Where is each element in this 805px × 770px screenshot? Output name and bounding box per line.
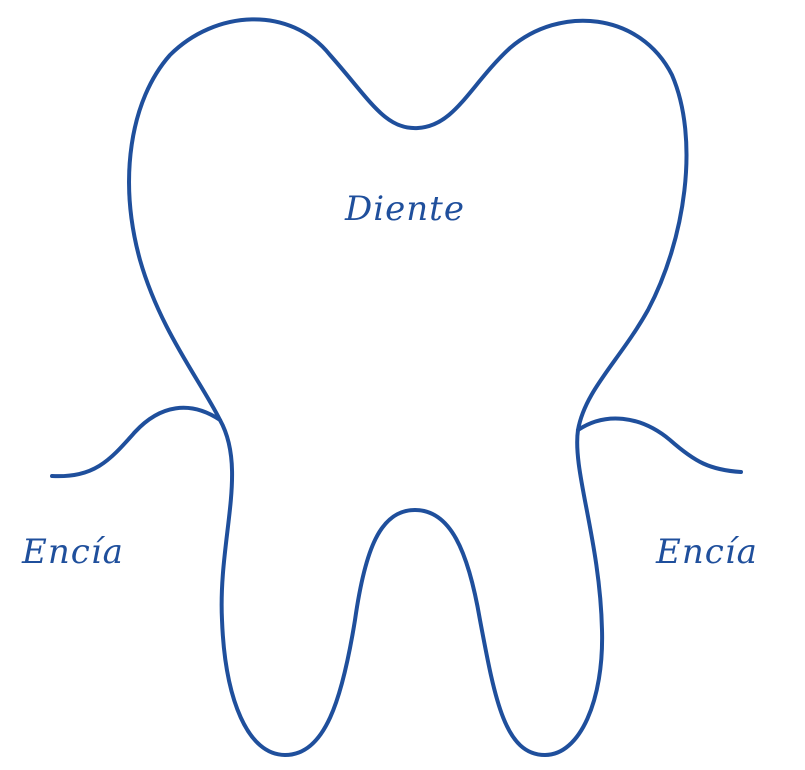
tooth-label: Diente [345, 192, 465, 226]
gum-right-line [578, 419, 741, 472]
gum-right-label: Encía [656, 535, 758, 569]
tooth-outline [129, 19, 686, 755]
gum-left-line [52, 408, 220, 476]
gum-left-label: Encía [22, 535, 124, 569]
